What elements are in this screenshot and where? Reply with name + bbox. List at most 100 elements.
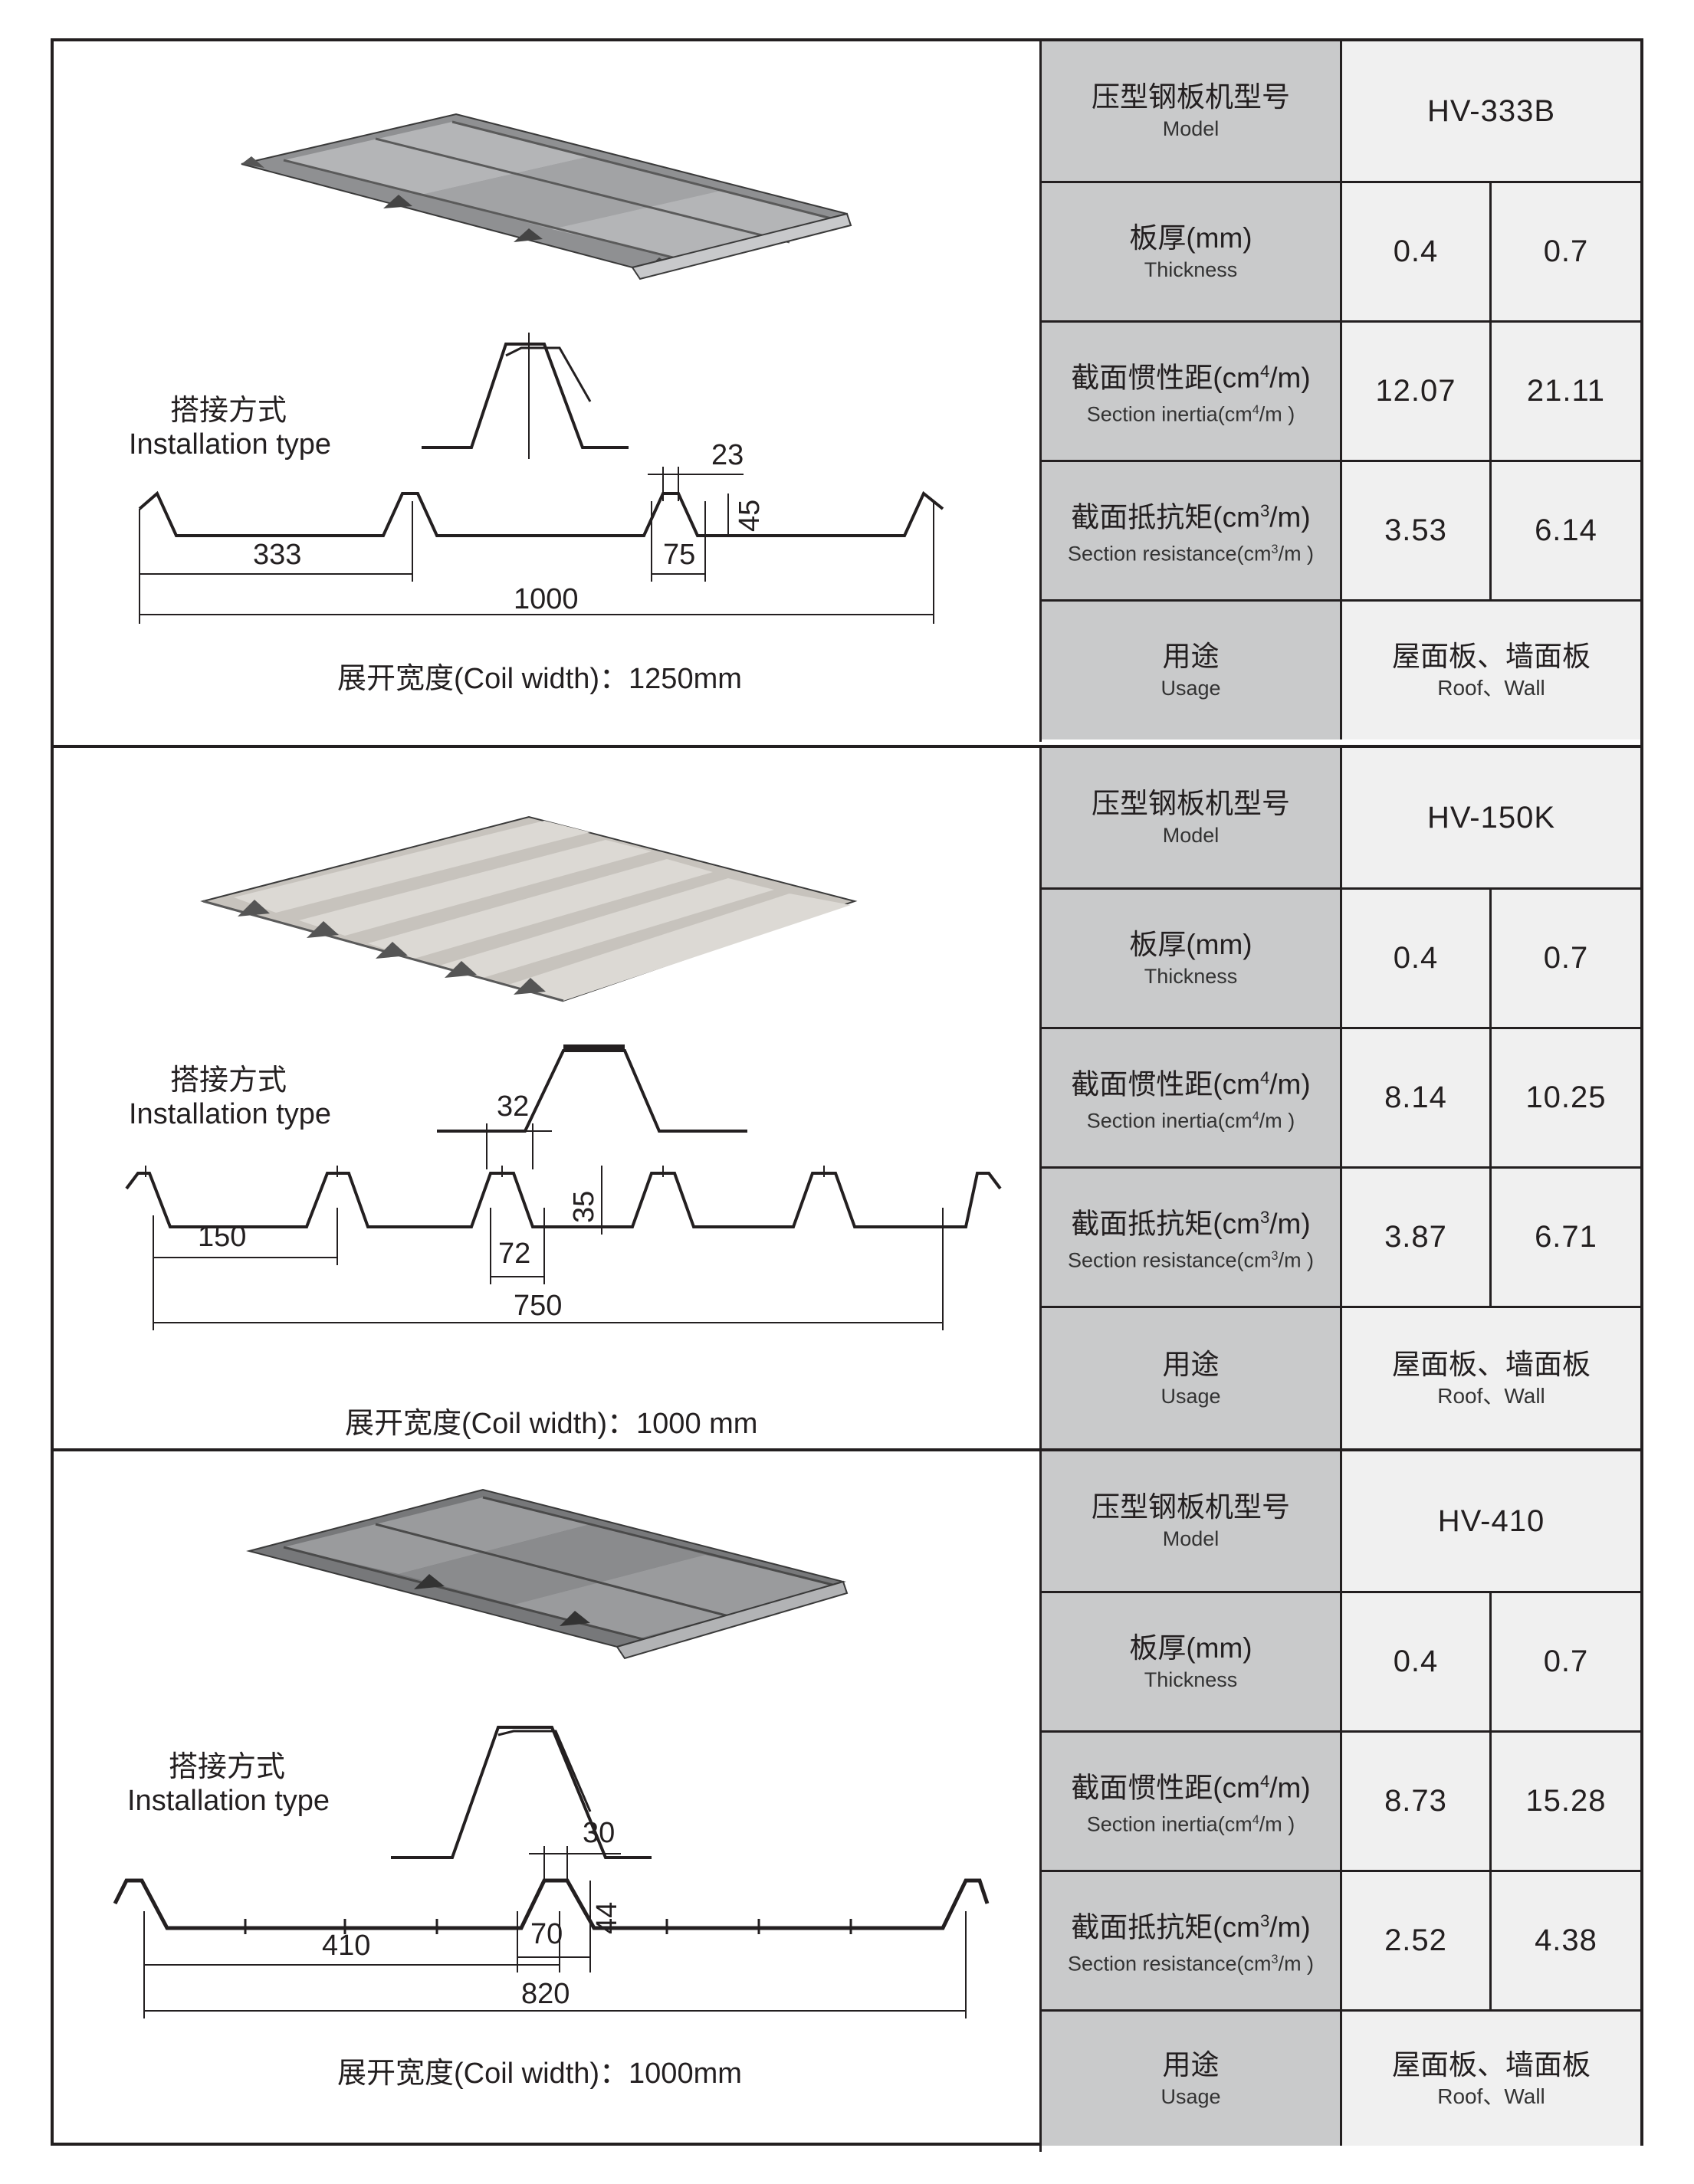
- spec-value-resistance-a: 3.53: [1342, 462, 1492, 599]
- spec-row-inertia: 截面惯性距(cm4/m)Section inertia(cm4/m ) 8.14…: [1042, 1027, 1640, 1166]
- cross-section-profile: [125, 1123, 1002, 1330]
- installation-type-zh: 搭接方式: [169, 395, 287, 427]
- dim-total-width: 1000: [514, 583, 579, 615]
- dim-rib-height: 35: [568, 1190, 600, 1223]
- spec-label-thickness: 板厚(mm)Thickness: [1042, 183, 1342, 320]
- cross-section-profile: [113, 1846, 990, 2018]
- dim-base-width: 70: [530, 1918, 563, 1950]
- installation-type-en: Installation type: [129, 1098, 332, 1130]
- dim-total-width: 820: [521, 1978, 570, 2010]
- coil-width-label: 展开宽度(Coil width)：1250mm: [337, 663, 742, 695]
- spec-row-thickness: 板厚(mm)Thickness 0.4 0.7: [1042, 1591, 1640, 1730]
- dim-rib-height: 44: [591, 1901, 623, 1934]
- product-section-hv-150k: 搭接方式 Installation type 150 750 32 35 72 …: [54, 745, 1640, 1448]
- spec-value-resistance-a: 3.87: [1342, 1169, 1492, 1306]
- spec-row-resistance: 截面抵抗矩(cm3/m)Section resistance(cm3/m ) 3…: [1042, 1166, 1640, 1306]
- spec-label-inertia: 截面惯性距(cm4/m)Section inertia(cm4/m ): [1042, 323, 1342, 460]
- spec-value-thickness-b: 0.7: [1492, 1593, 1640, 1730]
- lap-joint-detail: [391, 1726, 652, 1859]
- dim-top-width: 23: [711, 439, 744, 471]
- spec-row-thickness: 板厚(mm)Thickness 0.4 0.7: [1042, 887, 1640, 1027]
- profile-drawing: 搭接方式 Installation type 410 820 30 44 70 …: [54, 1451, 1039, 2152]
- lap-joint-detail: [437, 1044, 747, 1133]
- dim-top-width: 32: [497, 1090, 530, 1123]
- spec-value-resistance-b: 4.38: [1492, 1872, 1640, 2009]
- installation-type-label: 搭接方式 Installation type: [129, 394, 332, 461]
- spec-value-model: HV-333B: [1342, 41, 1640, 181]
- lap-joint-detail: [422, 333, 629, 459]
- installation-type-label: 搭接方式 Installation type: [129, 1064, 332, 1131]
- panel-3d-illustration: [241, 113, 852, 280]
- spec-row-inertia: 截面惯性距(cm4/m)Section inertia(cm4/m ) 8.73…: [1042, 1730, 1640, 1870]
- installation-type-label: 搭接方式 Installation type: [127, 1750, 330, 1818]
- spec-row-thickness: 板厚(mm)Thickness 0.4 0.7: [1042, 181, 1640, 320]
- spec-label-thickness: 板厚(mm)Thickness: [1042, 890, 1342, 1027]
- spec-row-inertia: 截面惯性距(cm4/m)Section inertia(cm4/m ) 12.0…: [1042, 320, 1640, 460]
- cross-section-profile: [138, 467, 944, 624]
- spec-value-resistance-a: 2.52: [1342, 1872, 1492, 2009]
- product-section-hv-410: 搭接方式 Installation type 410 820 30 44 70 …: [54, 1448, 1640, 2152]
- profile-drawing-svg: [125, 815, 1002, 1330]
- product-section-hv-333b: 搭接方式 Installation type 333 1000 23 45 75…: [54, 41, 1640, 742]
- spec-value-inertia-a: 8.14: [1342, 1029, 1492, 1166]
- panel-3d-illustration: [200, 815, 858, 1002]
- installation-type-en: Installation type: [129, 428, 332, 461]
- spec-value-thickness-a: 0.4: [1342, 1593, 1492, 1730]
- dim-pitch: 410: [322, 1930, 371, 1962]
- installation-type-zh: 搭接方式: [169, 1064, 287, 1097]
- spec-value-inertia-a: 8.73: [1342, 1733, 1492, 1870]
- spec-value-inertia-b: 21.11: [1492, 323, 1640, 460]
- spec-value-resistance-b: 6.14: [1492, 462, 1640, 599]
- spec-label-inertia: 截面惯性距(cm4/m)Section inertia(cm4/m ): [1042, 1029, 1342, 1166]
- spec-sheet-frame: 搭接方式 Installation type 333 1000 23 45 75…: [51, 38, 1643, 2152]
- spec-label-resistance: 截面抵抗矩(cm3/m)Section resistance(cm3/m ): [1042, 462, 1342, 599]
- spec-label-resistance: 截面抵抗矩(cm3/m)Section resistance(cm3/m ): [1042, 1169, 1342, 1306]
- dim-rib-height: 45: [734, 499, 766, 532]
- coil-width-label: 展开宽度(Coil width)：1000mm: [337, 2058, 742, 2090]
- dim-pitch: 333: [253, 539, 302, 571]
- spec-value-model: HV-410: [1342, 1451, 1640, 1591]
- spec-value-thickness-b: 0.7: [1492, 890, 1640, 1027]
- profile-drawing-svg: [113, 1488, 990, 2018]
- spec-value-resistance-b: 6.71: [1492, 1169, 1640, 1306]
- spec-value-thickness-a: 0.4: [1342, 890, 1492, 1027]
- dim-base-width: 75: [663, 539, 696, 571]
- spec-label-inertia: 截面惯性距(cm4/m)Section inertia(cm4/m ): [1042, 1733, 1342, 1870]
- panel-3d-illustration: [246, 1488, 849, 1660]
- installation-type-zh: 搭接方式: [168, 1751, 285, 1783]
- spec-row-resistance: 截面抵抗矩(cm3/m)Section resistance(cm3/m ) 3…: [1042, 460, 1640, 599]
- dim-top-width: 30: [583, 1817, 616, 1849]
- spec-value-inertia-b: 10.25: [1492, 1029, 1640, 1166]
- spec-value-model: HV-150K: [1342, 748, 1640, 887]
- spec-row-resistance: 截面抵抗矩(cm3/m)Section resistance(cm3/m ) 2…: [1042, 1870, 1640, 2009]
- spec-label-resistance: 截面抵抗矩(cm3/m)Section resistance(cm3/m ): [1042, 1872, 1342, 2009]
- spec-value-thickness-a: 0.4: [1342, 183, 1492, 320]
- dim-total-width: 750: [514, 1290, 563, 1322]
- profile-drawing: 搭接方式 Installation type 333 1000 23 45 75…: [54, 41, 1039, 742]
- coil-width-label: 展开宽度(Coil width)：1000 mm: [345, 1408, 758, 1440]
- dim-pitch: 150: [198, 1221, 247, 1253]
- installation-type-en: Installation type: [127, 1785, 330, 1817]
- profile-drawing: 搭接方式 Installation type 150 750 32 35 72 …: [54, 748, 1039, 1448]
- profile-drawing-svg: [138, 113, 944, 624]
- dim-base-width: 72: [498, 1238, 531, 1270]
- spec-value-inertia-b: 15.28: [1492, 1733, 1640, 1870]
- spec-label-thickness: 板厚(mm)Thickness: [1042, 1593, 1342, 1730]
